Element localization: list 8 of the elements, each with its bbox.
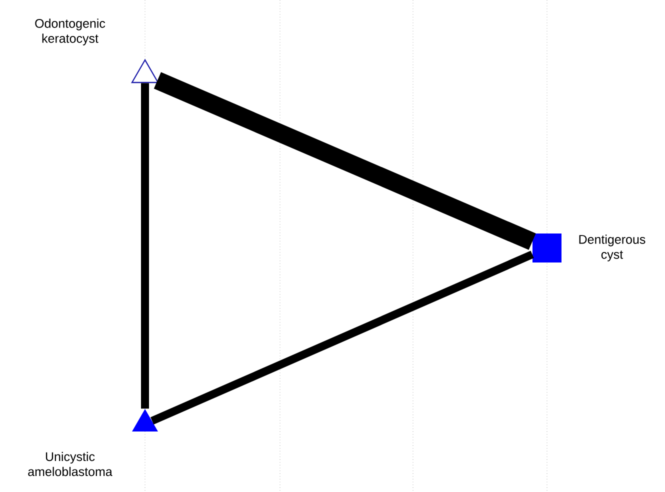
connector-line	[141, 83, 149, 409]
connector-line	[154, 72, 536, 250]
node-label: Unicystic ameloblastoma	[28, 452, 112, 476]
node-label: Odontogenic keratocyst	[35, 18, 106, 46]
triangle-marker	[132, 409, 158, 432]
node-label: Dentigerous cyst	[579, 234, 646, 262]
square-marker	[532, 234, 562, 262]
connector-line	[150, 250, 534, 425]
